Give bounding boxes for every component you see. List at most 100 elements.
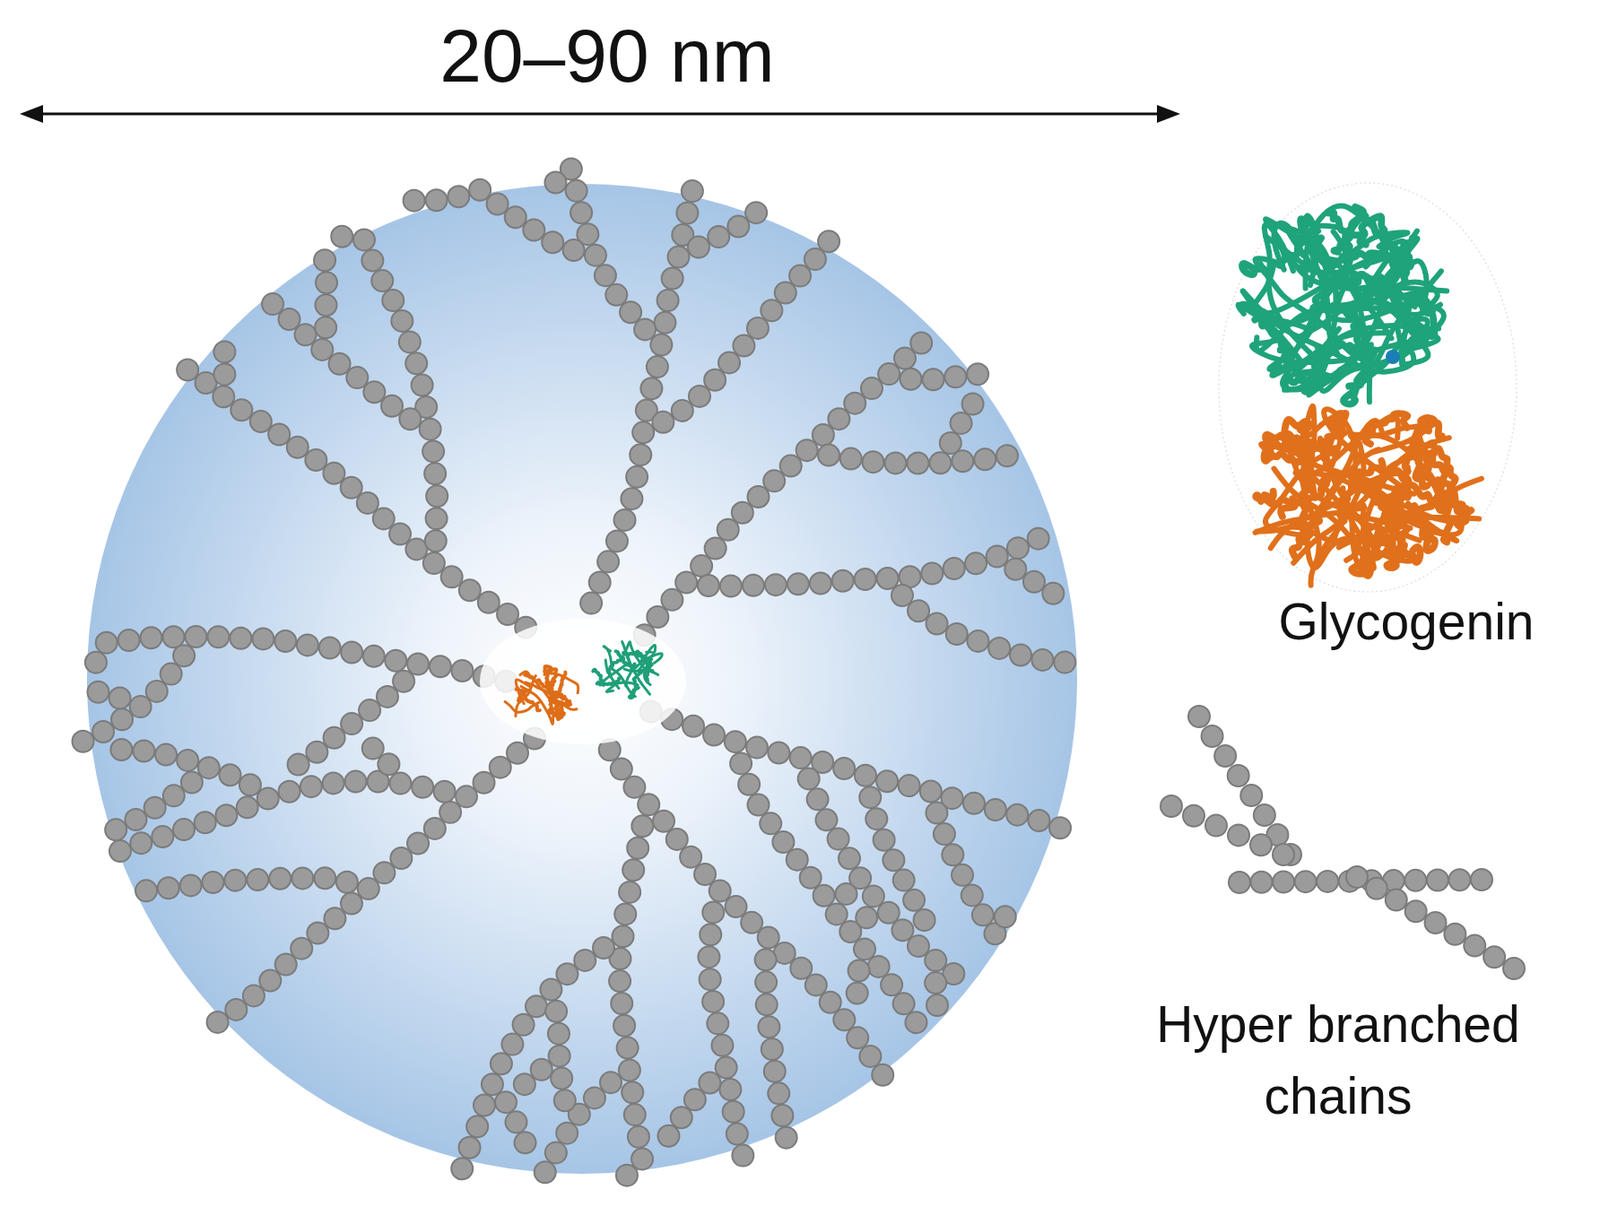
glucose-bead [423,552,445,574]
glucose-bead [605,284,627,306]
glucose-bead [925,802,948,825]
glucose-bead [747,317,769,340]
glucose-bead [688,385,711,408]
glucose-bead [657,1125,679,1148]
glucose-bead [504,1111,527,1133]
glucose-bead [926,994,948,1017]
glucose-bead [652,810,675,833]
glucose-bead [306,921,329,944]
glucose-bead [534,1161,557,1183]
glucose-bead [626,466,648,488]
glucose-bead [796,439,818,461]
glucose-bead [392,670,415,693]
glucose-bead [894,347,916,370]
glucose-bead [426,189,448,211]
glycogenin-structure [1218,182,1517,592]
glucose-bead [176,749,199,772]
glucose-bead [1004,558,1027,581]
glucose-bead [706,1012,729,1035]
glucose-bead [570,201,592,224]
glucose-bead [296,634,319,656]
glucose-bead [715,1056,738,1079]
glucose-bead [346,366,368,389]
glucose-bead [373,507,395,530]
glucose-bead [1205,815,1227,837]
glucose-bead [556,1122,578,1145]
glucose-bead [353,228,375,251]
glucose-bead [1049,817,1071,839]
glucose-bead [243,984,265,1007]
glucose-bead [699,968,722,991]
glucose-bead [1027,528,1050,550]
glucose-bead [807,788,829,810]
glucose-bead [139,626,162,649]
glucose-bead [855,906,878,929]
glucose-bead [373,861,395,884]
glucose-bead [381,395,403,418]
glucose-bead [650,333,672,356]
glucose-bead [495,1091,517,1114]
glucose-bead [904,1011,927,1034]
protein-ribbon [516,687,540,711]
glucose-bead [269,868,291,890]
glucose-bead [731,1145,754,1167]
glucose-bead [891,584,914,607]
glucose-bead [684,1088,706,1111]
glucose-bead [274,630,296,653]
glucose-bead [1009,643,1032,666]
glucose-bead [155,744,177,766]
glucose-bead [356,492,379,514]
glucose-bead [671,400,694,422]
glucose-bead [1006,804,1028,827]
glucose-bead [786,849,809,871]
glucose-bead [759,812,782,835]
glucose-bead [319,637,341,660]
glucose-bead [860,377,883,400]
glucose-bead [160,663,183,686]
glucose-bead [230,399,253,421]
glucose-bead [340,477,363,499]
glucose-bead [246,869,269,891]
glucose-bead [884,452,906,474]
glucose-bead [765,573,787,596]
glucose-bead [618,881,641,904]
glucose-bead [146,680,168,703]
glucose-bead [646,356,669,378]
glucose-bead [608,970,631,992]
glucose-bead [846,982,869,1004]
glucose-bead [422,440,444,462]
glucose-bead [775,1127,798,1149]
glucose-bead [451,1157,473,1180]
glucose-bead [717,519,740,541]
glucose-bead [305,741,328,764]
glucose-bead [760,299,783,322]
glucose-bead [618,1059,641,1081]
glucose-bead [986,545,1009,567]
glucose-bead [426,485,448,507]
protein-ribbon [549,679,555,702]
glucose-bead [698,1072,721,1095]
glucose-bead [425,530,447,552]
glucose-bead [390,847,412,870]
glucose-bead [1182,805,1205,827]
protein-ribbon [1241,304,1334,333]
glucose-bead [439,801,461,824]
protein-ribbon [1270,473,1406,548]
glucose-bead [459,579,481,601]
glucose-bead [624,1104,646,1126]
glucose-bead [817,230,840,253]
glucose-bead [1295,870,1317,893]
protein-ribbon [629,689,635,698]
glucose-bead [854,765,877,787]
glucose-bead [336,871,358,894]
branched-chain-detail [1160,705,1525,980]
glucose-bead [815,808,837,831]
glucose-bead [376,686,399,708]
glucose-bead [757,1016,780,1038]
glucose-bead [702,901,724,923]
glucose-bead [315,271,338,294]
glucose-bead [767,1082,790,1105]
glucose-bead [489,756,512,779]
glucose-bead [1042,582,1064,605]
glucose-bead [827,828,850,851]
